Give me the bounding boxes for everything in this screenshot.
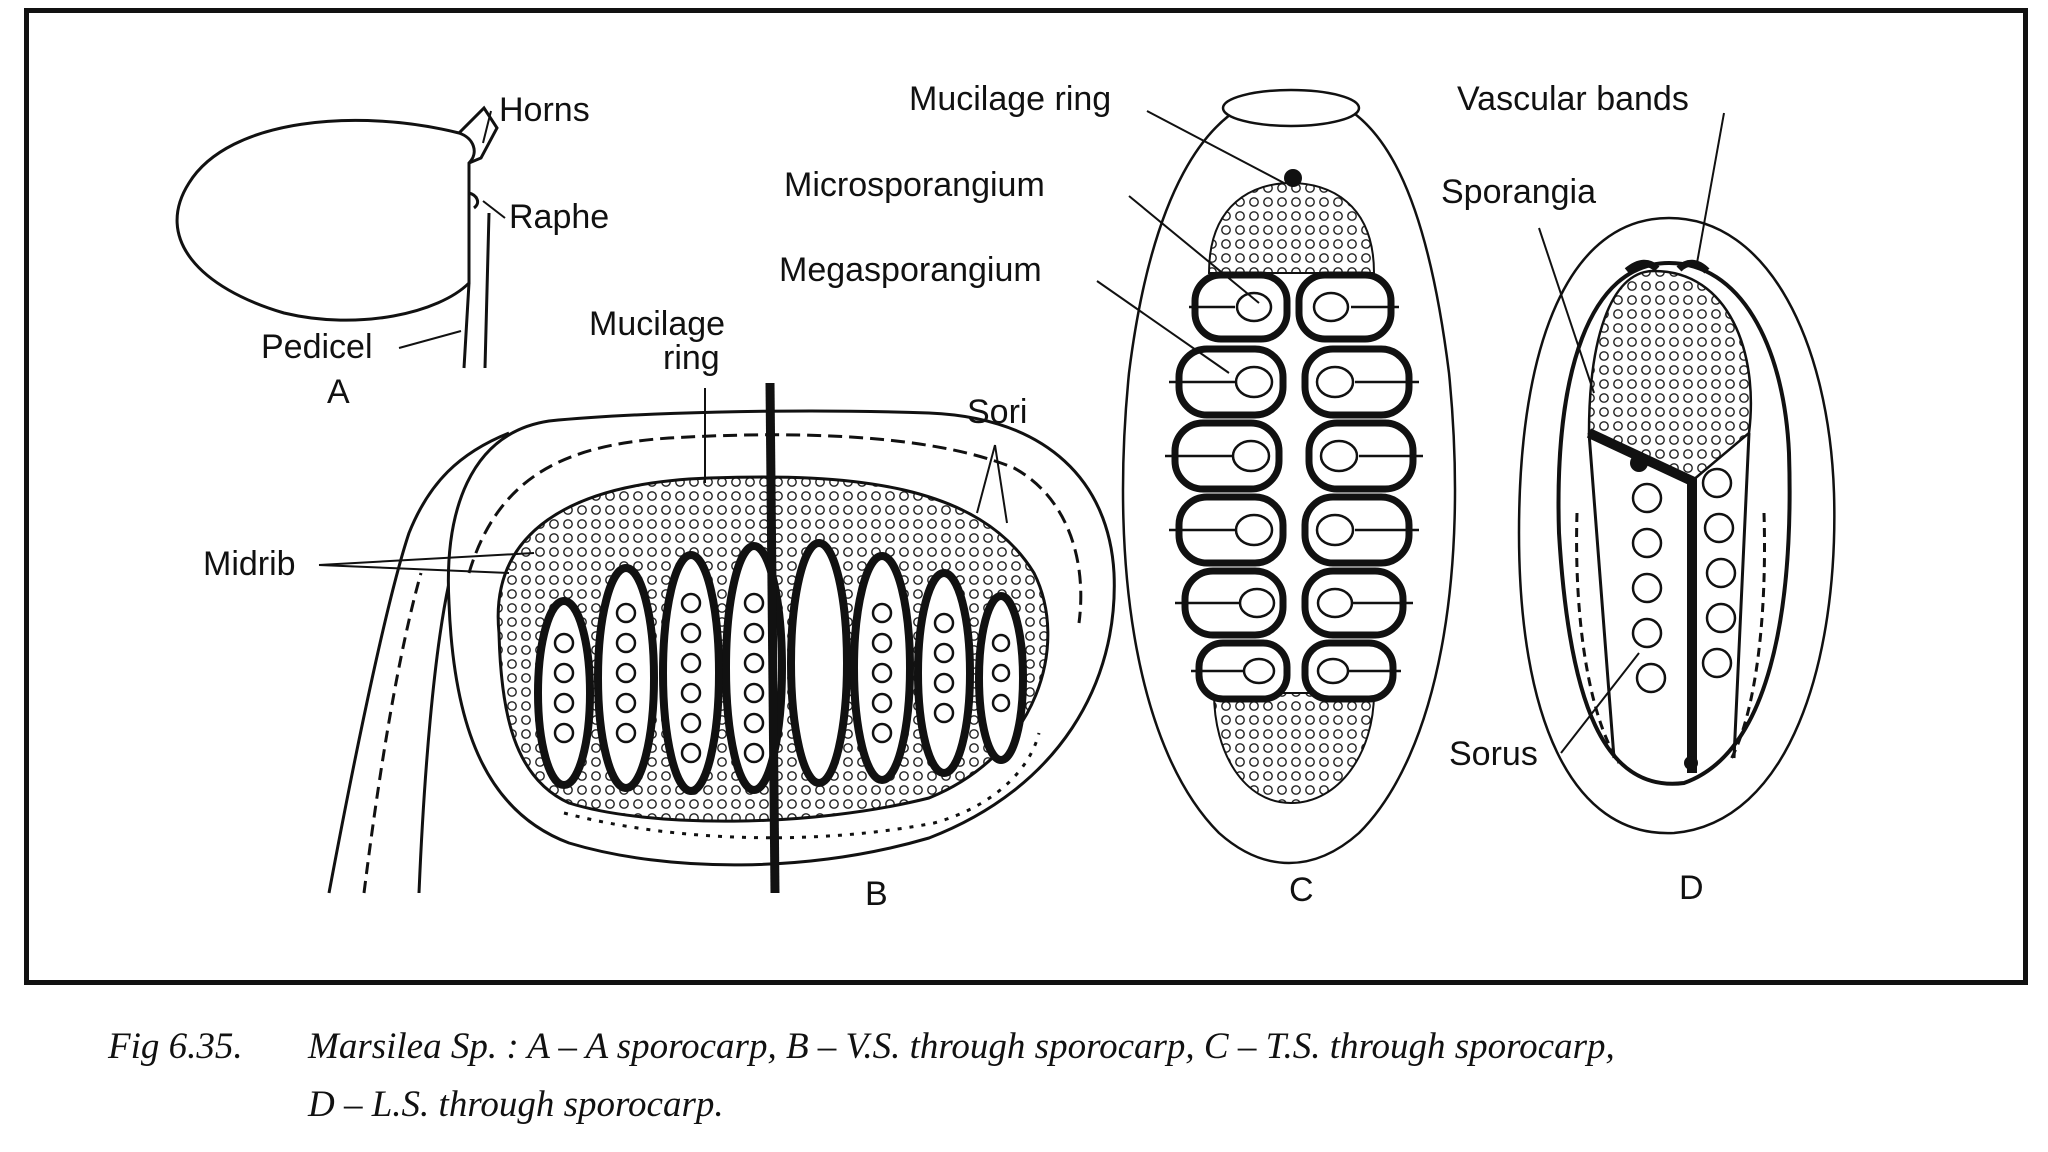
label-mucilage-ring-b-line2: ring bbox=[663, 339, 720, 377]
caption-line-1: Marsilea Sp. : A – A sporocarp, B – V.S.… bbox=[308, 1026, 1615, 1067]
panel-d-leader-lines bbox=[1538, 112, 1725, 754]
label-vascular-bands: Vascular bands bbox=[1457, 80, 1689, 118]
label-mucilage-ring-c: Mucilage ring bbox=[909, 80, 1111, 118]
panel-d-longitudinal-section bbox=[1517, 216, 1836, 835]
panel-b-sporangia bbox=[553, 592, 1011, 764]
label-microsporangium: Microsporangium bbox=[784, 166, 1045, 204]
panel-b-vertical-section bbox=[327, 382, 1116, 894]
label-midrib: Midrib bbox=[203, 545, 296, 583]
label-sori: Sori bbox=[967, 393, 1027, 431]
label-pedicel: Pedicel bbox=[261, 328, 373, 366]
panel-label-d: D bbox=[1679, 869, 1704, 907]
panel-label-a: A bbox=[327, 373, 350, 411]
panel-c-transverse-section bbox=[1121, 88, 1457, 865]
panel-label-c: C bbox=[1289, 871, 1314, 909]
panel-c-leader-lines bbox=[1096, 110, 1285, 374]
label-sorus: Sorus bbox=[1449, 735, 1538, 773]
panel-b-leader-lines bbox=[318, 388, 1008, 574]
caption-line-2: D – L.S. through sporocarp. bbox=[308, 1084, 724, 1125]
panel-a-leader-lines bbox=[398, 110, 506, 349]
panel-label-b: B bbox=[865, 875, 888, 913]
marsilea-sporocarp-diagram: Horns Raphe Pedicel A bbox=[175, 80, 1836, 913]
label-sporangia: Sporangia bbox=[1441, 173, 1596, 211]
label-megasporangium: Megasporangium bbox=[779, 251, 1042, 289]
panel-c-microsporangia bbox=[1165, 305, 1423, 673]
label-horns: Horns bbox=[499, 91, 590, 129]
panel-d-sorus bbox=[1631, 467, 1737, 694]
caption-fig-number: Fig 6.35. bbox=[108, 1026, 243, 1067]
figure-frame: Horns Raphe Pedicel A bbox=[24, 8, 2028, 985]
panel-c-megasporangia bbox=[1231, 291, 1359, 685]
label-raphe: Raphe bbox=[509, 198, 609, 236]
label-mucilage-ring-b-line1: Mucilage bbox=[589, 305, 725, 343]
panel-b-midrib-section-line bbox=[765, 382, 780, 894]
figure-caption: Fig 6.35. Marsilea Sp. : A – A sporocarp,… bbox=[108, 1018, 2008, 1134]
panel-a-sporocarp bbox=[175, 105, 499, 369]
